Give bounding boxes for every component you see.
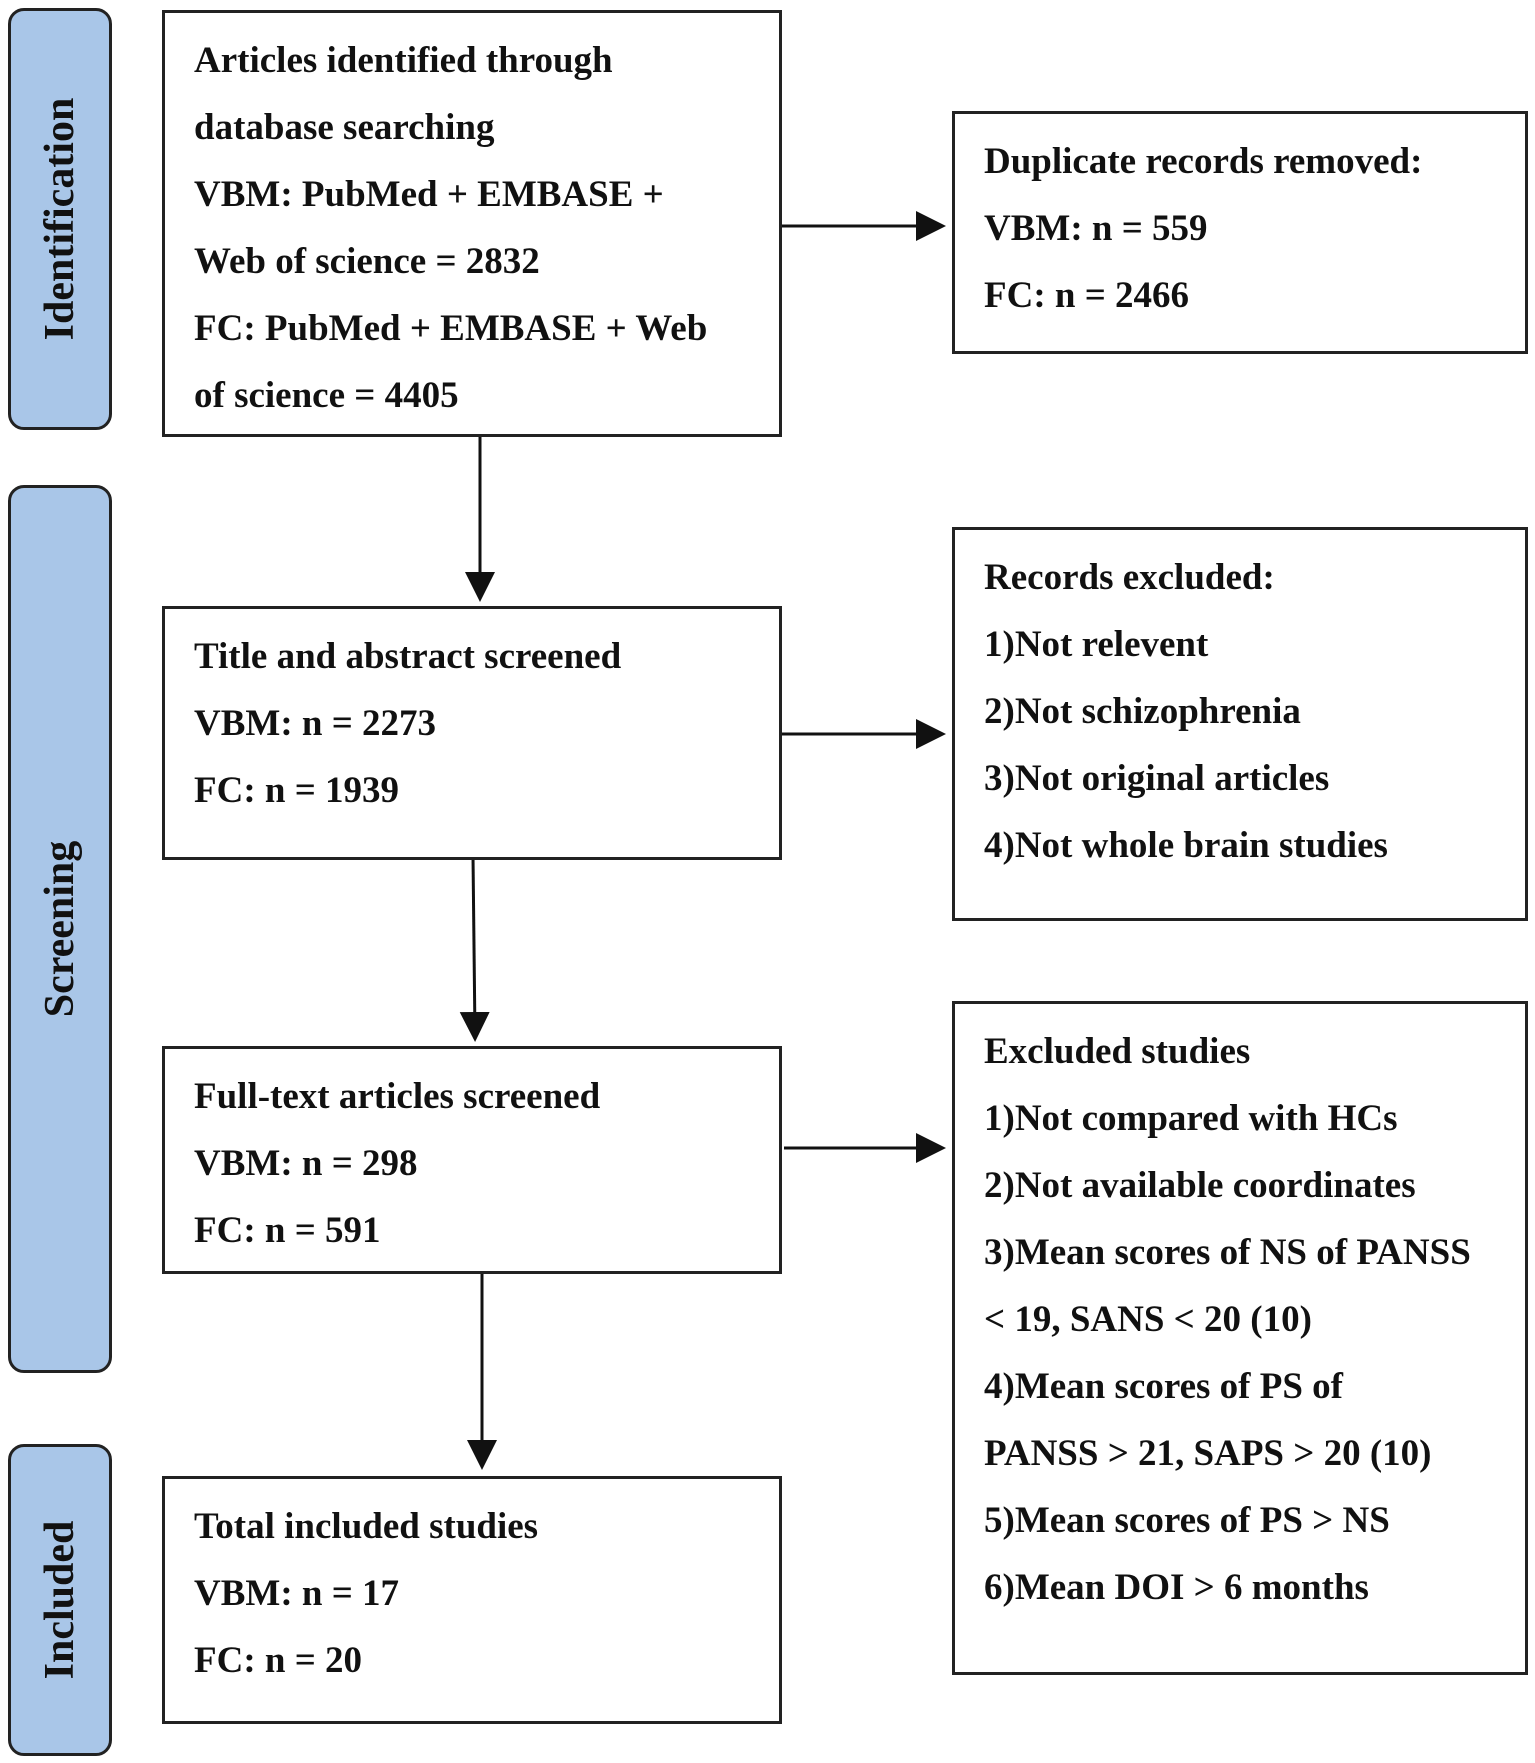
box-line: Total included studies [194, 1506, 539, 1547]
box-line: Records excluded: [984, 557, 1275, 598]
box-line: Excluded studies [984, 1031, 1251, 1072]
box-line: FC: n = 20 [194, 1640, 363, 1681]
box-line: Full-text articles screened [194, 1076, 601, 1117]
box-articles-identified: Articles identified through database sea… [162, 10, 782, 437]
box-line: 1)Not compared with HCs [984, 1098, 1398, 1139]
stage-included: Included [8, 1444, 112, 1756]
box-line: Web of science = 2832 [194, 241, 540, 282]
box-line: 2)Not available coordinates [984, 1165, 1416, 1206]
box-line: FC: n = 2466 [984, 275, 1190, 316]
box-line: 5)Mean scores of PS > NS [984, 1500, 1390, 1541]
box-line: FC: PubMed + EMBASE + Web [194, 308, 708, 349]
box-line: 1)Not relevent [984, 624, 1209, 665]
box-title-abstract-screened: Title and abstract screened VBM: n = 227… [162, 606, 782, 860]
box-line: VBM: PubMed + EMBASE + [194, 174, 664, 215]
box-line: 4)Not whole brain studies [984, 825, 1388, 866]
stage-screening: Screening [8, 485, 112, 1373]
box-line: VBM: n = 298 [194, 1143, 418, 1184]
box-line: 3)Mean scores of NS of PANSS [984, 1232, 1471, 1273]
box-records-excluded: Records excluded: 1)Not relevent 2)Not s… [952, 527, 1528, 921]
box-line: of science = 4405 [194, 375, 459, 416]
box-line: Title and abstract screened [194, 636, 622, 677]
box-full-text-screened: Full-text articles screened VBM: n = 298… [162, 1046, 782, 1274]
box-line: 3)Not original articles [984, 758, 1330, 799]
box-line: database searching [194, 107, 495, 148]
box-line: Articles identified through [194, 40, 613, 81]
box-line: 4)Mean scores of PS of [984, 1366, 1343, 1407]
box-line: < 19, SANS < 20 (10) [984, 1299, 1312, 1340]
arrow-title-abstract-to-full-text [459, 855, 490, 1042]
box-excluded-studies: Excluded studies 1)Not compared with HCs… [952, 1001, 1528, 1675]
box-line: FC: n = 1939 [194, 770, 400, 811]
box-total-included: Total included studies VBM: n = 17 FC: n… [162, 1476, 782, 1724]
box-line: FC: n = 591 [194, 1210, 381, 1251]
stage-identification: Identification [8, 8, 112, 430]
box-line: 6)Mean DOI > 6 months [984, 1567, 1369, 1608]
box-line: VBM: n = 2273 [194, 703, 437, 744]
box-line: Duplicate records removed: [984, 141, 1423, 182]
box-duplicates-removed: Duplicate records removed: VBM: n = 559 … [952, 111, 1528, 354]
box-line: VBM: n = 17 [194, 1573, 400, 1614]
box-line: 2)Not schizophrenia [984, 691, 1301, 732]
box-line: PANSS > 21, SAPS > 20 (10) [984, 1433, 1432, 1474]
box-line: VBM: n = 559 [984, 208, 1208, 249]
